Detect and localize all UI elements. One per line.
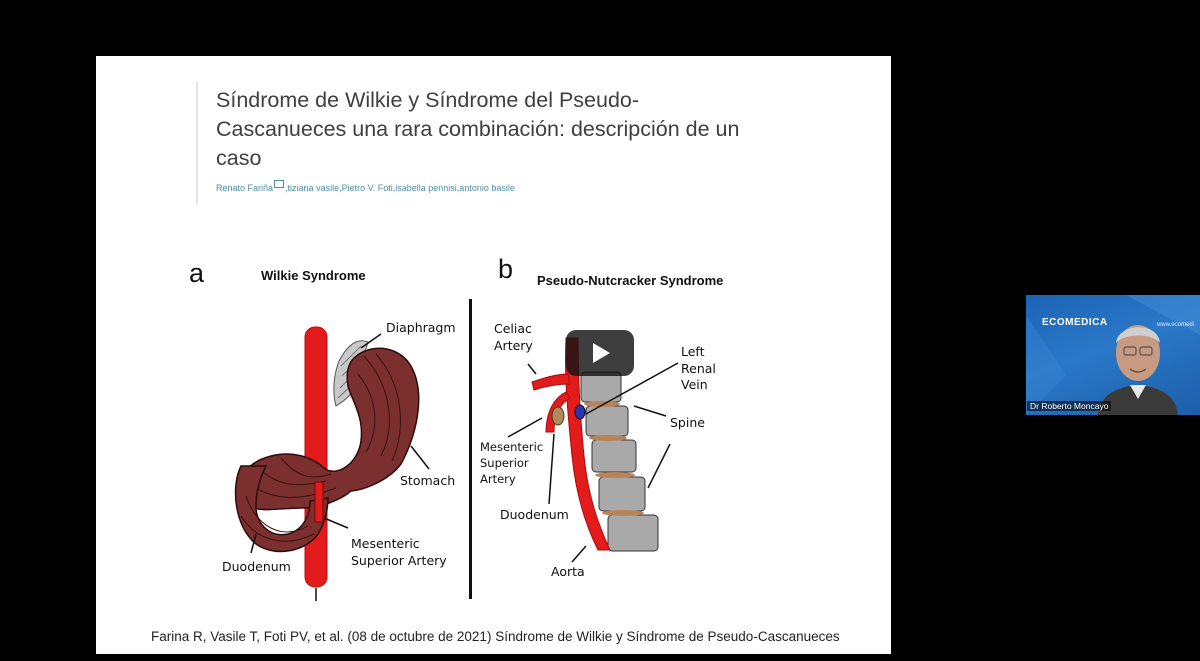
pseudo-nutcracker-illustration [507,337,679,563]
aorta-shape-a [304,326,328,588]
stomach-shape [240,347,420,511]
label-mesenteric-superior-artery-b: Mesenteric Superior Artery [480,440,544,486]
label-sma-a: Mesenteric Superior Artery [351,536,447,568]
vertebra-3 [591,439,637,473]
panel-b-letter: b [498,254,514,284]
article-title: Síndrome de Wilkie y Síndrome del Pseudo… [216,88,740,170]
label-left-renal-vein: Left Renal Vein [681,344,716,392]
vertebra-4 [598,476,646,512]
left-renal-vein-shape [574,404,586,420]
label-stomach: Stomach [400,473,456,488]
participant-video [1026,295,1200,415]
tile-url-text: www.ecomedi [1156,322,1194,328]
participant-name-label: Dr Roberto Moncayo [1027,401,1112,411]
panel-b-title: Pseudo-Nutcracker Syndrome [537,273,724,288]
panel-a-letter: a [189,258,205,288]
figure-illustration [234,326,679,601]
article-header: Síndrome de Wilkie y Síndrome del Pseudo… [196,82,758,204]
author-list: Renato Fariña ,tiziana vasile,Pietro V. F… [216,180,515,193]
label-diaphragm: Diaphragm [386,320,456,335]
label-duodenum-b: Duodenum [500,507,569,522]
play-button[interactable] [566,330,634,376]
label-spine: Spine [670,415,705,430]
citation: Farina R, Vasile T, Foti PV, et al. (08 … [151,629,840,644]
wilkie-illustration [234,326,430,601]
presentation-slide: Síndrome de Wilkie y Síndrome del Pseudo… [96,56,891,654]
label-duodenum-a: Duodenum [222,559,291,574]
mail-icon[interactable] [274,180,285,188]
duodenum-shape-a [234,465,329,553]
celiac-shape [531,373,571,391]
vertebra-5 [607,514,659,552]
play-icon [593,343,610,363]
label-celiac-artery: Celiac Artery [494,321,533,353]
author-link[interactable]: Renato Fariña [216,183,274,193]
co-authors: ,tiziana vasile,Pietro V. Foti,isabella … [285,183,515,193]
ecomedica-logo: ECOMEDICA [1042,317,1108,328]
panel-divider [469,299,472,599]
participant-video-tile[interactable]: ECOMEDICA www.ecomedi Dr Roberto Moncayo [1026,295,1200,415]
label-aorta: Aorta [551,564,585,579]
panel-a-title: Wilkie Syndrome [261,268,366,283]
